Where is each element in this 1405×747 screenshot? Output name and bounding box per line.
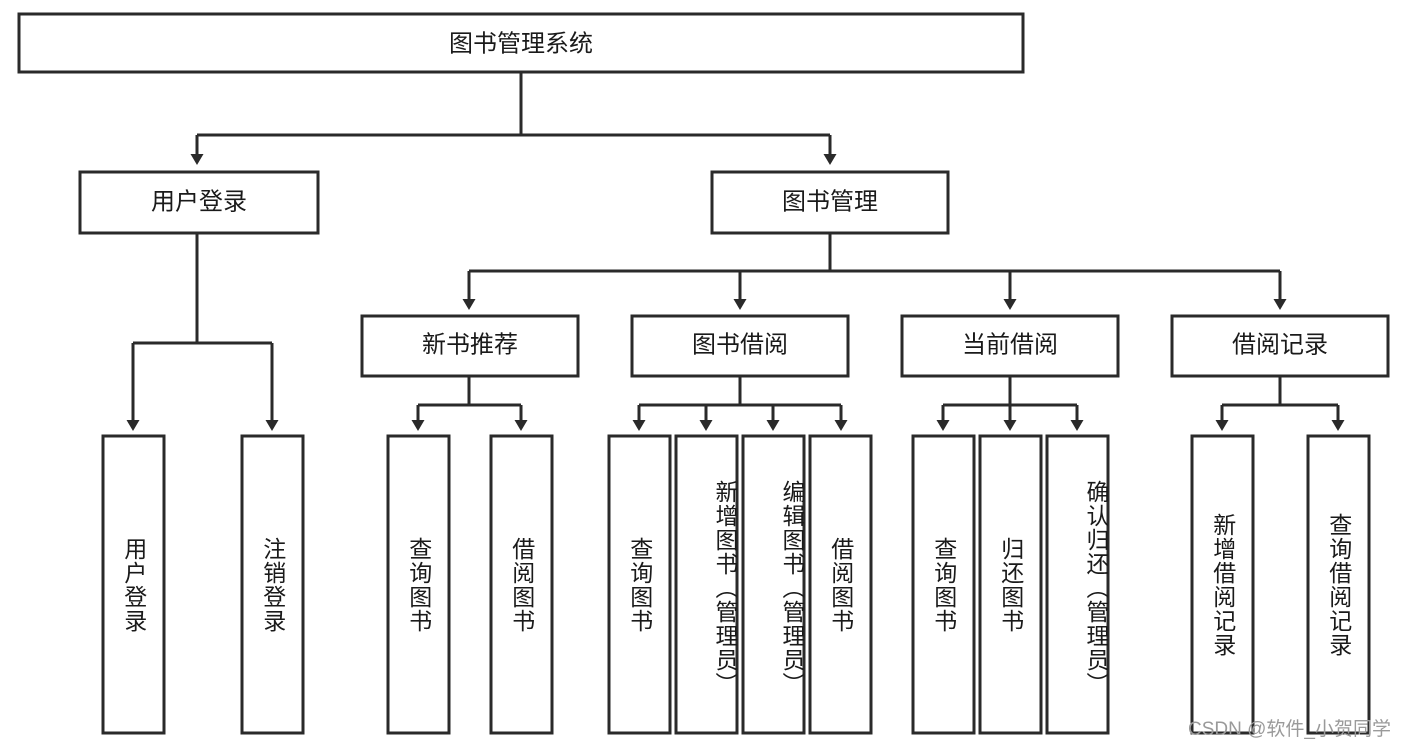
leaf-box-current-borrow-2[interactable] bbox=[1045, 434, 1110, 735]
leaf-box-current-borrow-1[interactable] bbox=[978, 434, 1043, 735]
leaf-box-borrow-record-1[interactable] bbox=[1306, 434, 1371, 735]
node-root-label: 图书管理系统 bbox=[449, 30, 593, 57]
node-new-book-recommend-label: 新书推荐 bbox=[422, 331, 518, 358]
leaf-box-user-login-1[interactable] bbox=[240, 434, 305, 735]
leaf-box-borrow-record-0[interactable] bbox=[1190, 434, 1255, 735]
leaf-box-new-book-0[interactable] bbox=[386, 434, 451, 735]
connector-currentborrow-to-leaves bbox=[936, 376, 1084, 431]
leaf-box-book-borrow-3[interactable] bbox=[808, 434, 873, 735]
connector-root-to-level1 bbox=[190, 72, 837, 165]
leaf-box-book-borrow-2[interactable] bbox=[741, 434, 806, 735]
node-book-borrow-label: 图书借阅 bbox=[692, 331, 788, 358]
leaf-box-new-book-1[interactable] bbox=[489, 434, 554, 735]
node-book-management-label: 图书管理 bbox=[782, 188, 878, 215]
node-new-book-recommend[interactable]: 新书推荐 bbox=[360, 314, 580, 378]
leaf-box-current-borrow-0[interactable] bbox=[911, 434, 976, 735]
node-borrow-record[interactable]: 借阅记录 bbox=[1170, 314, 1390, 378]
connector-userlogin-to-leaves bbox=[126, 233, 279, 431]
node-current-borrow-label: 当前借阅 bbox=[962, 331, 1058, 358]
leaf-box-book-borrow-1[interactable] bbox=[674, 434, 739, 735]
node-borrow-record-label: 借阅记录 bbox=[1232, 331, 1328, 358]
node-user-login-label: 用户登录 bbox=[151, 188, 247, 215]
leaf-box-user-login-0[interactable] bbox=[101, 434, 166, 735]
node-root-book-management-system[interactable]: 图书管理系统 bbox=[17, 12, 1025, 74]
connector-level1-booklmgmt-to-level2 bbox=[462, 233, 1287, 310]
connector-newbook-to-leaves bbox=[411, 376, 528, 431]
connector-borrowrecord-to-leaves bbox=[1215, 376, 1345, 431]
node-current-borrow[interactable]: 当前借阅 bbox=[900, 314, 1120, 378]
csdn-watermark: CSDN @软件_小贺同学 bbox=[1188, 719, 1391, 740]
node-book-management[interactable]: 图书管理 bbox=[710, 170, 950, 235]
node-book-borrow[interactable]: 图书借阅 bbox=[630, 314, 850, 378]
node-user-login[interactable]: 用户登录 bbox=[78, 170, 320, 235]
connector-bookborrow-to-leaves bbox=[632, 376, 848, 431]
leaf-box-book-borrow-0[interactable] bbox=[607, 434, 672, 735]
